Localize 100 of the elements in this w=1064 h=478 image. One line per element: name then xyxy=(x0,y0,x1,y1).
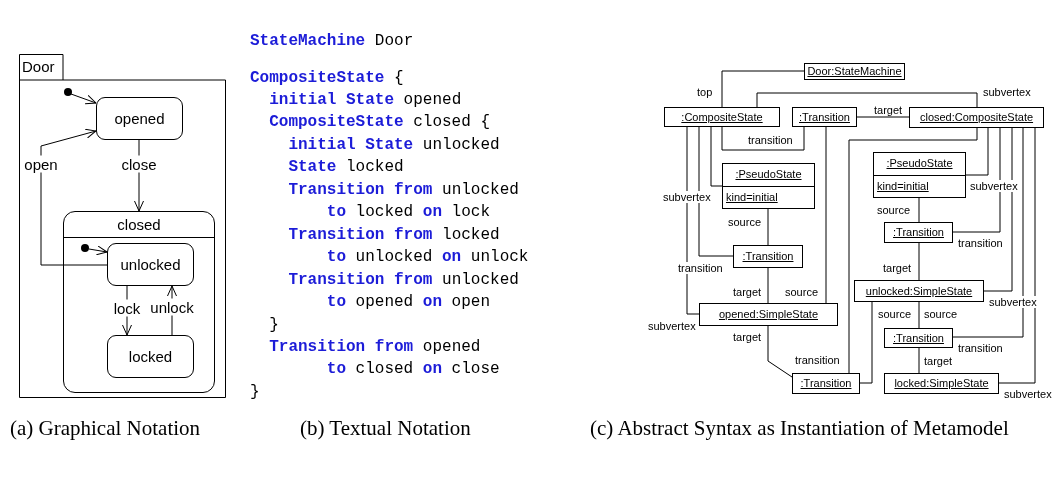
edge-label: open xyxy=(23,155,59,173)
edge-label: target xyxy=(732,286,763,298)
edge-label: target xyxy=(732,331,763,343)
object-box xyxy=(884,222,953,243)
edge-label: subvertex xyxy=(647,320,697,332)
association-line xyxy=(918,347,920,374)
association-line xyxy=(756,92,978,108)
association-line xyxy=(918,242,920,281)
object-box xyxy=(699,303,838,326)
association-line xyxy=(918,197,920,223)
edge-label: transition xyxy=(794,354,841,366)
association-line xyxy=(710,126,723,187)
attribute-value: kind=initial xyxy=(877,179,929,193)
object-box xyxy=(664,107,780,127)
state-name: closed xyxy=(117,215,161,234)
association-line xyxy=(998,127,1036,384)
association-line xyxy=(698,126,734,257)
figure-caption: (a) Graphical Notation xyxy=(10,415,202,441)
code-line: Transition from opened xyxy=(269,337,481,357)
object-name: :Transition xyxy=(800,377,852,390)
code-line: to opened on open xyxy=(326,292,491,312)
code-line: to closed on close xyxy=(326,359,500,379)
state-box xyxy=(107,243,194,286)
edge-label: transition xyxy=(747,134,794,146)
association-line xyxy=(767,325,793,378)
association-line xyxy=(856,116,910,118)
code-line: Transition from unlocked xyxy=(288,270,519,290)
association-line xyxy=(965,127,989,176)
state-box xyxy=(96,97,183,140)
object-box xyxy=(733,245,803,268)
attribute-value: kind=initial xyxy=(726,190,778,204)
code-line: StateMachine Door xyxy=(250,31,414,51)
association-line xyxy=(721,126,805,151)
object-name: :CompositeState xyxy=(681,110,763,124)
code-line: } xyxy=(269,315,279,335)
object-box xyxy=(792,107,857,127)
object-name: :Transition xyxy=(742,250,794,263)
code-line: initial State unlocked xyxy=(288,135,500,155)
object-name: unlocked:SimpleState xyxy=(865,284,973,298)
figure-caption: (b) Textual Notation xyxy=(300,415,472,441)
object-box xyxy=(909,107,1044,128)
association-line xyxy=(721,70,805,108)
edge-label: transition xyxy=(957,237,1004,249)
transition-arrow xyxy=(88,245,108,256)
transition-arrow xyxy=(70,93,97,105)
edge-label: target xyxy=(923,355,954,367)
edge-label: subvertex xyxy=(982,86,1032,98)
object-name: :Transition xyxy=(893,226,944,239)
object-box xyxy=(792,373,860,394)
association-line xyxy=(825,126,827,304)
code-line: Transition from locked xyxy=(288,225,500,245)
association-line xyxy=(767,267,769,304)
object-box xyxy=(884,373,999,394)
initial-state-dot xyxy=(81,244,89,252)
association-line xyxy=(952,127,1001,233)
edge-label: subvertex xyxy=(1003,388,1053,400)
object-name: :PseudoState xyxy=(735,168,802,182)
state-name: unlocked xyxy=(120,255,181,274)
state-name: locked xyxy=(128,347,173,366)
edge-label: transition xyxy=(957,342,1004,354)
association-line xyxy=(983,127,1013,292)
frame-name: Door xyxy=(22,58,55,76)
edge-label: subvertex xyxy=(969,180,1019,192)
object-name: opened:SimpleState xyxy=(718,308,819,321)
edge-label: target xyxy=(873,104,904,116)
code-line: to unlocked on unlock xyxy=(326,247,529,267)
code-line: } xyxy=(250,382,260,402)
composite-state-box xyxy=(63,211,215,393)
association-line xyxy=(767,208,769,246)
code-line: State locked xyxy=(288,157,404,177)
edge-label: lock xyxy=(112,299,142,317)
edge-label: unlock xyxy=(149,298,195,316)
object-name: :PseudoState xyxy=(886,157,953,171)
edge-label: target xyxy=(882,262,913,274)
figure-caption: (c) Abstract Syntax as Instantiation of Metamodel xyxy=(590,415,1010,441)
state-box xyxy=(107,335,194,378)
code-line: CompositeState closed { xyxy=(269,112,491,132)
object-name: locked:SimpleState xyxy=(894,377,989,390)
initial-state-dot xyxy=(64,88,72,96)
object-name: closed:CompositeState xyxy=(919,111,1034,124)
association-line xyxy=(918,301,920,329)
object-box xyxy=(722,163,815,209)
association-line xyxy=(686,126,700,315)
code-line: initial State opened xyxy=(269,90,462,110)
state-name: opened xyxy=(114,109,165,128)
object-box xyxy=(884,328,953,348)
object-name: :Transition xyxy=(799,110,850,124)
object-name: Door:StateMachine xyxy=(807,65,902,78)
edge-label: top xyxy=(696,86,714,98)
association-line xyxy=(952,127,1024,338)
edge-label: subvertex xyxy=(988,296,1038,308)
object-name: :Transition xyxy=(893,331,944,345)
object-box xyxy=(854,280,984,302)
edge-label: transition xyxy=(677,262,724,274)
object-box xyxy=(873,152,966,198)
association-line xyxy=(859,301,873,384)
code-line: CompositeState { xyxy=(250,68,404,88)
code-line: Transition from unlocked xyxy=(288,180,519,200)
edge-label: subvertex xyxy=(662,191,712,203)
edge-label: close xyxy=(120,155,158,173)
